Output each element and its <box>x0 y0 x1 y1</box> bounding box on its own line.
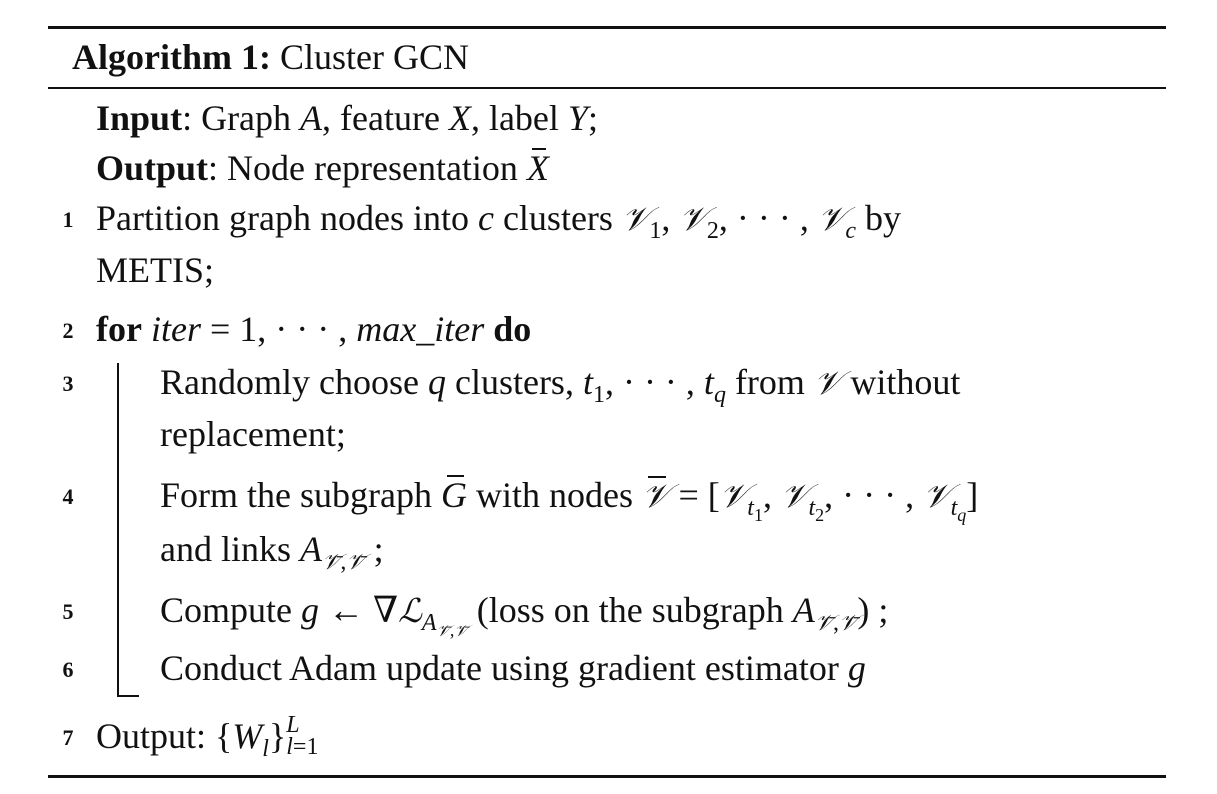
output-label: Output <box>96 148 209 188</box>
step-2-text: for iter = 1, · · · , max_iter do <box>96 309 532 349</box>
input-text: : Graph A, feature X, label Y; <box>182 98 598 138</box>
step-6-text: Conduct Adam update using gradient estim… <box>160 648 866 688</box>
output-line: Output: Node representation X <box>96 144 549 192</box>
step-3-continuation: replacement; <box>160 414 346 454</box>
step-number: 5 <box>62 599 74 624</box>
step-4-text: Form the subgraph G with nodes 𝒱 = [𝒱t1,… <box>160 471 978 524</box>
step-5-text: Compute g ← ∇ℒA𝒱̄,𝒱̄ (loss on the subgra… <box>160 590 889 640</box>
step-3-text: Randomly choose q clusters, t1, · · · , … <box>160 362 961 409</box>
input-line: Input: Graph A, feature X, label Y; <box>96 94 598 142</box>
step-1-continuation: METIS; <box>96 250 215 290</box>
algorithm-label: Algorithm 1: <box>72 37 271 77</box>
step-number: 4 <box>62 484 74 509</box>
algorithm-name: Cluster GCN <box>279 37 469 77</box>
top-rule <box>48 26 1166 29</box>
header-rule <box>48 87 1166 89</box>
step-number: 2 <box>62 318 74 343</box>
step-1-text: Partition graph nodes into c clusters 𝒱1… <box>96 198 902 245</box>
step-number: 6 <box>62 657 74 682</box>
step-number: 3 <box>62 371 74 396</box>
bottom-rule <box>48 775 1166 778</box>
output-text: : Node representation X <box>208 148 549 188</box>
input-label: Input <box>96 98 183 138</box>
do-keyword: do <box>493 309 532 349</box>
algorithm-title: Algorithm 1: Cluster GCN <box>72 33 469 81</box>
step-number: 1 <box>62 207 74 232</box>
step-number: 7 <box>62 725 74 750</box>
loop-block-bar <box>117 363 119 697</box>
step-4-continuation: and links A𝒱̄,𝒱̄ ; <box>160 529 384 576</box>
for-keyword: for <box>96 309 142 349</box>
loop-block-end <box>117 695 139 697</box>
